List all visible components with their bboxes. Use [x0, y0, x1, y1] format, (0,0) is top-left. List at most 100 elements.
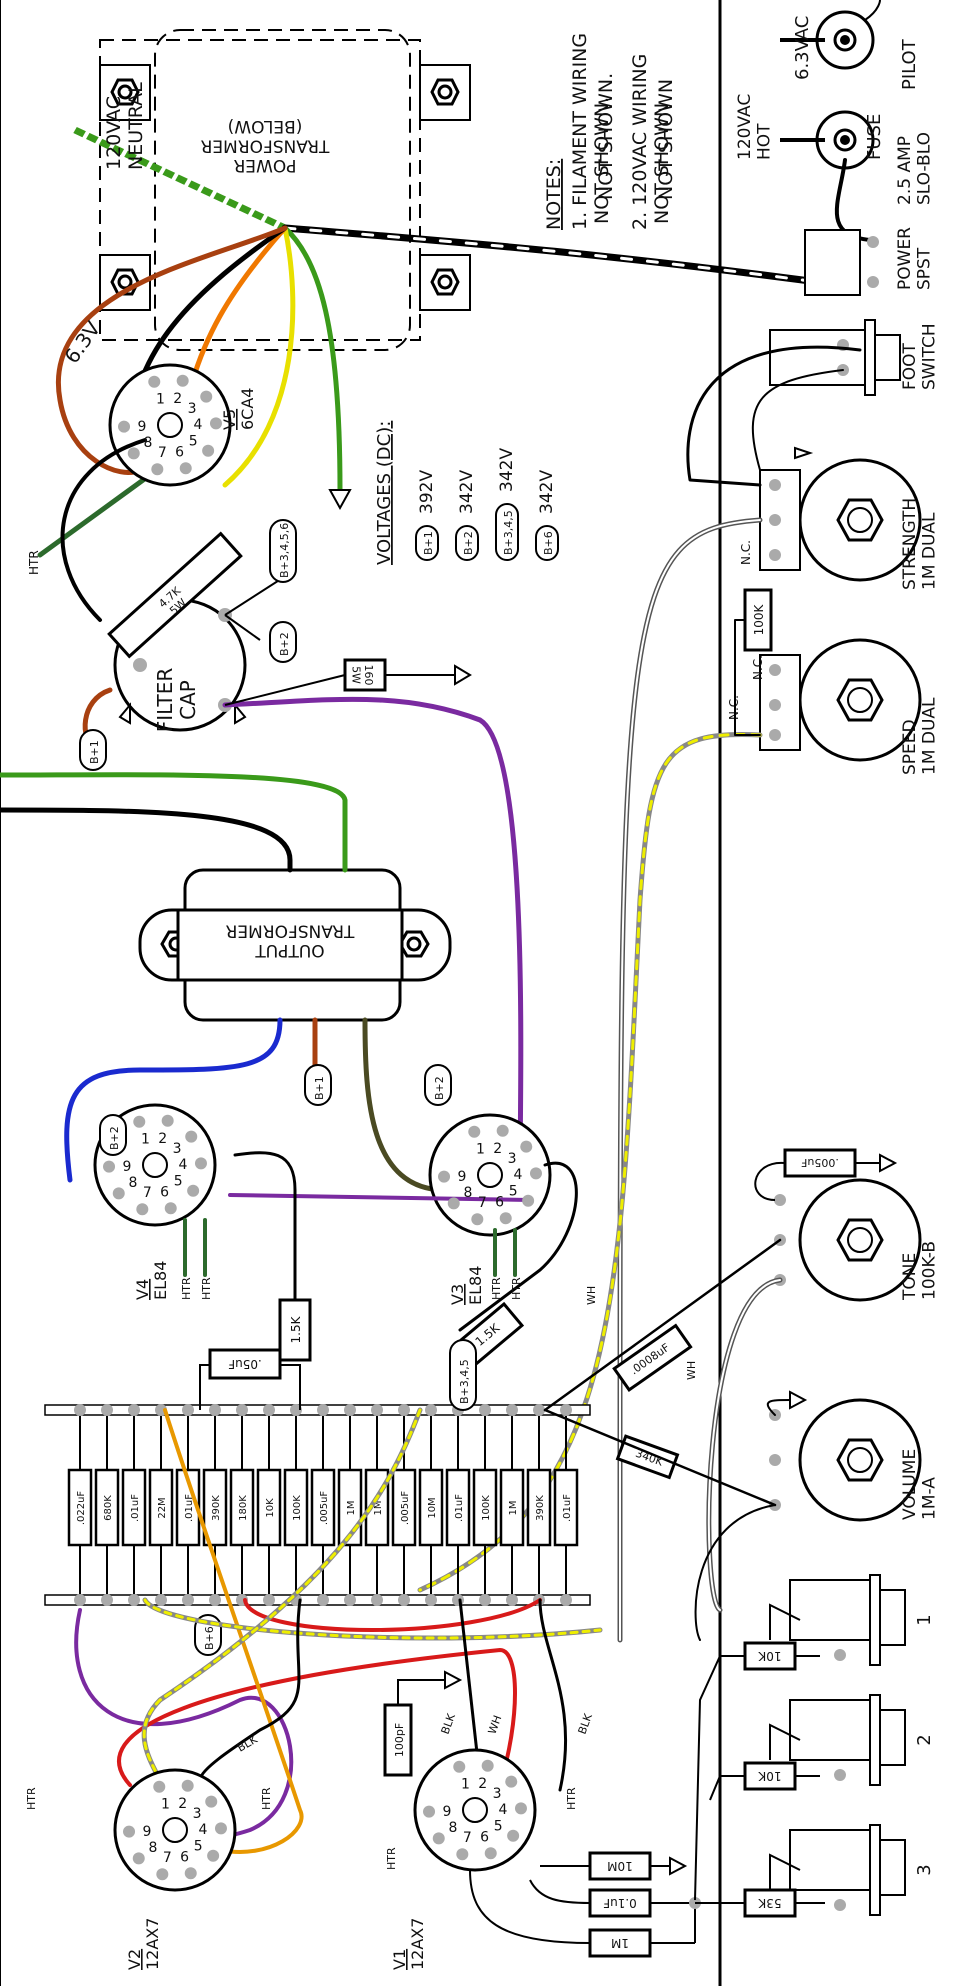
socket-pin	[103, 1160, 116, 1173]
socket-pin	[181, 1779, 194, 1792]
htr-label: HTR	[260, 1787, 273, 1810]
socket-pin	[127, 447, 140, 460]
tone-cap-label: .005uF	[801, 1156, 839, 1169]
resistor-1m-input	[469, 1869, 695, 1958]
htr-label: HTR	[510, 1277, 523, 1300]
component-value: 390K	[535, 1495, 546, 1521]
turret-lug	[263, 1404, 275, 1416]
volume-pot	[769, 1398, 922, 1522]
pin-number: 7	[478, 1195, 487, 1211]
pin-number: 3	[193, 1806, 202, 1822]
voltage-node: B+3,4,5	[502, 510, 515, 555]
pin-number: 6	[495, 1194, 504, 1210]
tube-v3-type: EL84	[466, 1266, 485, 1305]
pin-number: 8	[448, 1820, 457, 1836]
pin-number: 6	[175, 444, 184, 460]
component-value: 1M	[508, 1501, 519, 1516]
filament-voltage-label: 6.3VAC	[792, 16, 813, 80]
htr-label: HTR	[200, 1277, 213, 1300]
component-value: .01uF	[184, 1494, 195, 1522]
htr-text: HTR	[565, 1787, 578, 1810]
board-component: .022uF	[67, 1404, 93, 1606]
speed-resistor-label: 100K	[752, 603, 766, 635]
socket-pin	[202, 444, 215, 457]
pin-number: 6	[160, 1184, 169, 1200]
tube-v1-socket	[413, 1748, 537, 1872]
cap-01uf-label: 0.1uF	[603, 1896, 637, 1910]
turret-lug	[371, 1404, 383, 1416]
socket-pin	[185, 1130, 198, 1143]
tube-v4-name: V4	[133, 1279, 152, 1300]
input-jacks: 123	[769, 1574, 935, 1916]
pin-number: 2	[493, 1141, 502, 1157]
speed-pot	[759, 638, 922, 762]
socket-pin	[209, 417, 222, 430]
note-2b: NOT SHOWN	[655, 79, 677, 200]
socket-pin	[176, 374, 189, 387]
turret-lug	[506, 1594, 518, 1606]
tube-v3-socket	[428, 1113, 552, 1237]
resistor-10k-a	[694, 1641, 820, 1901]
board-component: 1M	[337, 1404, 363, 1606]
socket-pin	[187, 1184, 200, 1197]
transformer-mount-top-left	[99, 64, 151, 121]
board-component: .005uF	[310, 1404, 336, 1606]
tube-v1-type: 12AX7	[408, 1918, 427, 1970]
resistor-1k5-a	[278, 1298, 312, 1362]
node-b1-ot	[304, 1064, 332, 1106]
node-b345	[449, 1339, 477, 1411]
turret-lug	[74, 1404, 86, 1416]
pin-number: 1	[476, 1142, 485, 1158]
turret-lug	[101, 1594, 113, 1606]
input-jack: 2	[769, 1694, 935, 1786]
strength-label: STRENGTH1M DUAL	[900, 498, 940, 590]
speed-label: SPEED1M DUAL	[900, 697, 940, 775]
pin-number: 1	[156, 392, 165, 408]
power-transformer-label: POWERTRANSFORMER(BELOW)	[200, 116, 330, 175]
input-jack: 3	[769, 1824, 935, 1916]
turret-lug	[371, 1594, 383, 1606]
turret-lug	[317, 1404, 329, 1416]
turret-lug	[452, 1594, 464, 1606]
socket-pin	[136, 1203, 149, 1216]
component-body	[256, 1468, 282, 1547]
socket-pin	[148, 375, 161, 388]
socket-pin	[118, 420, 131, 433]
component-value: 22M	[157, 1497, 168, 1518]
board-component: 680K	[94, 1404, 120, 1606]
pin-number: 3	[173, 1141, 182, 1157]
pin-number: 9	[443, 1804, 452, 1820]
transformer-mount-bottom-right	[419, 254, 471, 311]
socket-pin	[112, 1187, 125, 1200]
pin-number: 2	[478, 1776, 487, 1792]
socket-pin	[529, 1167, 542, 1180]
board-component: 390K	[526, 1404, 552, 1606]
component-value: 100K	[481, 1495, 492, 1521]
socket-pin	[471, 1213, 484, 1226]
turret-lug	[128, 1594, 140, 1606]
neutral-label: 120VACNEUTRAL	[103, 82, 147, 170]
turret-lug	[317, 1594, 329, 1606]
transformer-mount-top-right	[419, 64, 471, 121]
bleeder-label: 1605W	[349, 665, 375, 686]
tube-v4-type: EL84	[151, 1261, 170, 1300]
voltage-node-badge	[495, 503, 519, 561]
board-component: .01uF	[553, 1404, 579, 1606]
socket-pin	[164, 1202, 177, 1215]
cap-05uf	[199, 1348, 301, 1410]
htr-text: HTR	[260, 1787, 273, 1810]
cap-01uf-input	[529, 1879, 695, 1918]
turret-lug	[398, 1594, 410, 1606]
socket-pin	[456, 1848, 469, 1861]
socket-pin	[132, 1852, 145, 1865]
htr-label: HTR	[180, 1277, 193, 1300]
htr-text: HTR	[385, 1847, 398, 1870]
pin-number: 6	[480, 1829, 489, 1845]
socket-pin	[468, 1125, 481, 1138]
socket-pin	[438, 1170, 451, 1183]
socket-pin	[520, 1140, 533, 1153]
tube-v3-name: V3	[448, 1284, 467, 1305]
socket-pin	[205, 1795, 218, 1808]
